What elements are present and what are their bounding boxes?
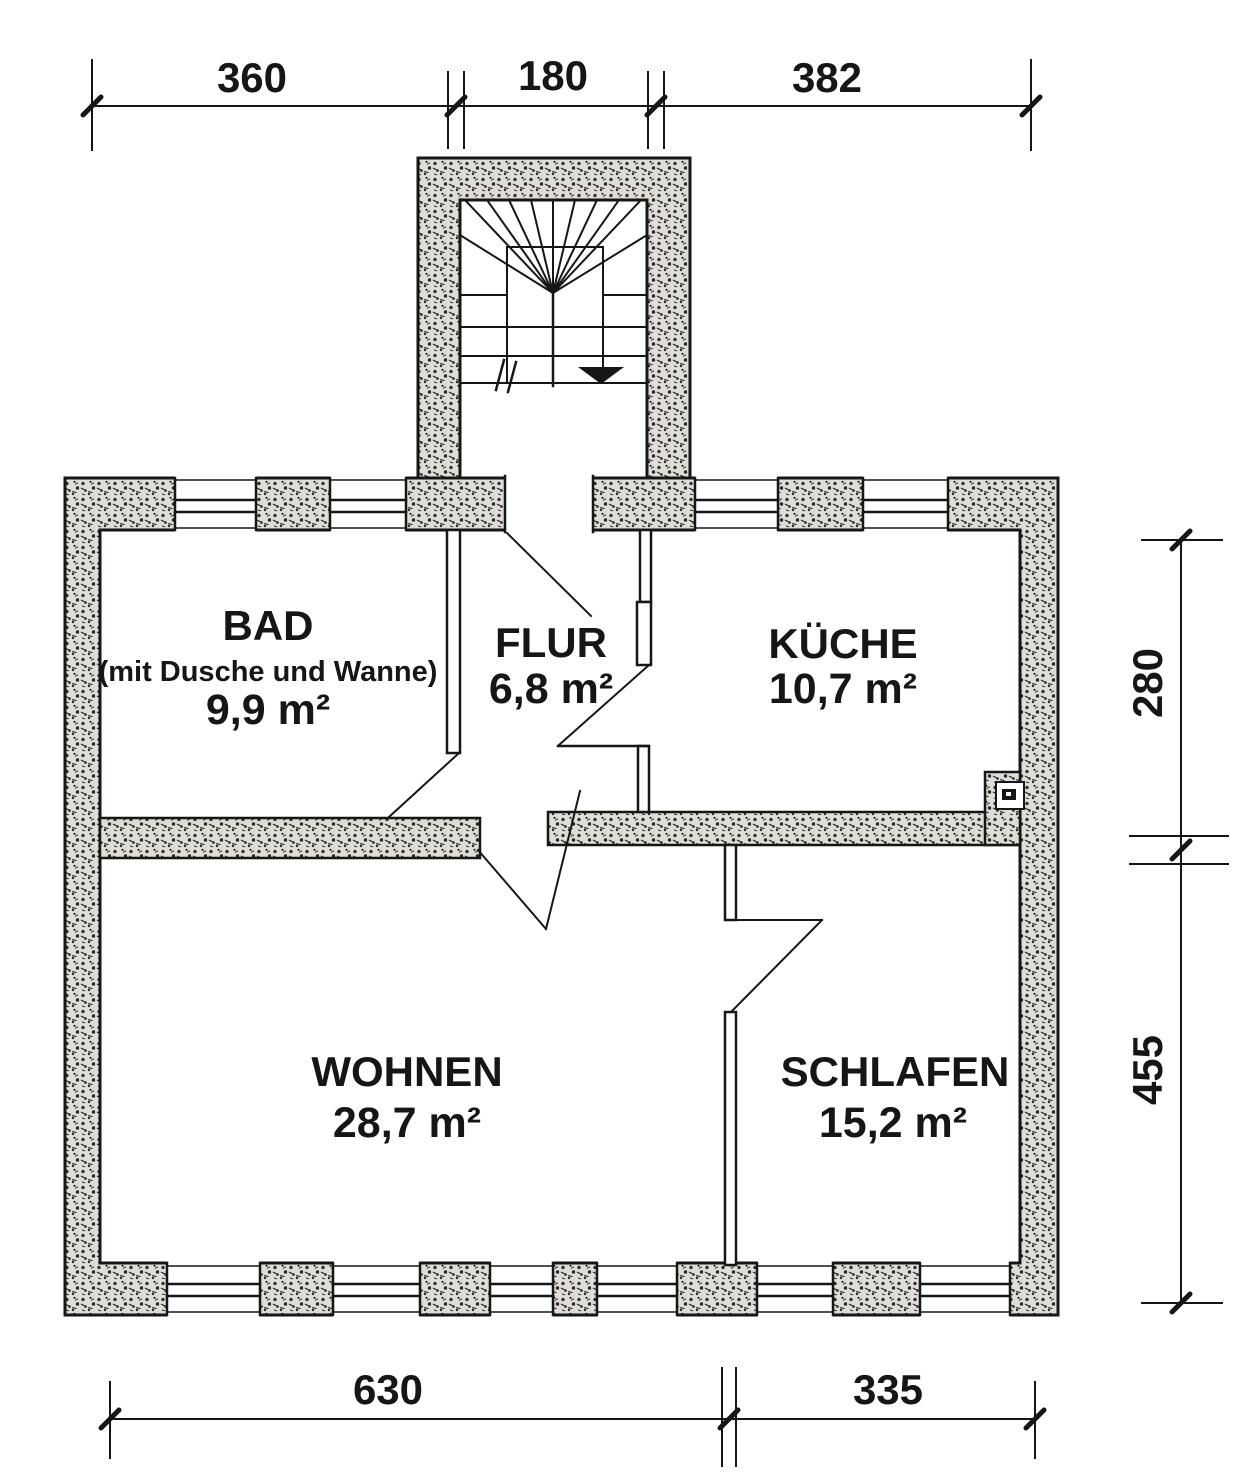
partition-flur-kueche-upper (638, 528, 653, 604)
wohnen-door-swing-left (476, 848, 548, 931)
window (328, 475, 408, 533)
wall-bad-wohnen (98, 816, 482, 860)
dim-label-455: 455 (1124, 1035, 1171, 1105)
room-labels: BAD (mit Dusche und Wanne) 9,9 m² FLUR 6… (99, 602, 1010, 1147)
dim-label-382: 382 (792, 54, 862, 101)
room-area-flur: 6,8 m² (489, 665, 613, 713)
room-label-bad: BAD (223, 602, 314, 649)
room-area-wohnen: 28,7 m² (333, 1099, 481, 1147)
window (488, 1261, 555, 1319)
exterior-walls (63, 476, 1060, 1317)
interior-walls (98, 528, 1025, 1267)
dim-label-630: 630 (353, 1366, 423, 1413)
window (173, 475, 258, 533)
dimension-top: 360 180 382 (80, 52, 1043, 151)
room-area-schlafen: 15,2 m² (819, 1099, 967, 1147)
entrance-door-swing (505, 531, 593, 618)
dim-label-335: 335 (853, 1366, 923, 1413)
stairwell (416, 156, 692, 480)
window (918, 1261, 1012, 1319)
room-label-schlafen: SCHLAFEN (781, 1048, 1010, 1095)
room-area-bad: 9,9 m² (206, 686, 330, 734)
room-label-wohnen: WOHNEN (311, 1048, 502, 1095)
dimension-right: 280 455 (1124, 528, 1229, 1315)
partition-wohnen-schlafen-upper (723, 843, 738, 922)
kueche-door-swing (557, 663, 651, 747)
room-area-kueche: 10,7 m² (769, 665, 917, 713)
room-label-flur: FLUR (495, 619, 607, 666)
schlafen-door-swing (729, 918, 824, 1014)
window (595, 1261, 679, 1319)
apartment-walls (63, 474, 1060, 1319)
wohnen-door-swing-right (544, 789, 582, 931)
partition-wohnen-schlafen-lower (723, 1010, 738, 1267)
room-label-kueche: KÜCHE (768, 620, 917, 667)
stair-direction-arrow-icon (578, 367, 624, 384)
dim-label-280: 280 (1124, 648, 1171, 718)
room-subtitle-bad: (mit Dusche und Wanne) (99, 656, 438, 688)
partition-flur-kueche-lower (636, 744, 651, 814)
entrance-door (503, 474, 595, 618)
partition-bad-flur (445, 528, 462, 755)
dimension-bottom: 630 335 (98, 1366, 1047, 1467)
wall-kueche-schlafen (546, 810, 1022, 847)
window (331, 1261, 422, 1319)
window (693, 475, 780, 533)
kitchen-niche (983, 770, 1025, 847)
window (165, 1261, 262, 1319)
door-swings (387, 663, 824, 1014)
kueche-door-leaf (635, 600, 653, 667)
window (755, 1261, 835, 1319)
stair-straight-treads (459, 246, 648, 384)
window (861, 475, 950, 533)
dim-label-360: 360 (217, 54, 287, 101)
stair-cut-mark (494, 358, 518, 394)
dim-label-180: 180 (518, 52, 588, 99)
bad-door-swing (387, 751, 461, 819)
